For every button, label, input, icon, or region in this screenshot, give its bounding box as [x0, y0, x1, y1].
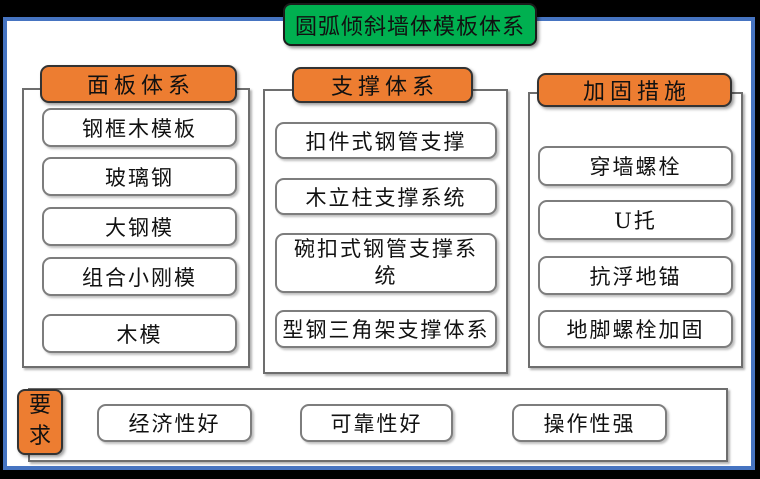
requirement-item-operable: 操作性强: [512, 404, 667, 442]
support-item-bowl-buckle-pipe: 碗扣式钢管支撑系统: [275, 233, 497, 293]
support-item-coupler-steel-pipe: 扣件式钢管支撑: [275, 122, 497, 159]
panel-system-header: 面板体系: [40, 65, 237, 103]
support-system-header: 支撑体系: [292, 67, 473, 103]
diagram-title: 圆弧倾斜墙体模板体系: [283, 3, 537, 46]
panel-item-combined-small-steel-form: 组合小刚模: [42, 257, 237, 296]
reinforcement-item-u-bracket: U托: [538, 200, 733, 240]
support-item-wood-column: 木立柱支撑系统: [275, 178, 497, 215]
panel-item-steel-frame-wood: 钢框木模板: [42, 108, 237, 147]
panel-item-fiberglass: 玻璃钢: [42, 157, 237, 196]
requirement-item-economical: 经济性好: [97, 404, 252, 442]
reinforcement-item-through-wall-bolt: 穿墙螺栓: [538, 146, 733, 186]
panel-item-large-steel-form: 大钢模: [42, 207, 237, 246]
support-item-steel-tripod: 型钢三角架支撑体系: [275, 310, 497, 348]
reinforcement-item-anchor-bolt: 地脚螺栓加固: [538, 310, 733, 348]
panel-item-wood-form: 木模: [42, 314, 237, 353]
requirement-item-reliable: 可靠性好: [300, 404, 453, 442]
reinforcement-header: 加固措施: [537, 73, 732, 107]
reinforcement-item-anti-float-anchor: 抗浮地锚: [538, 256, 733, 295]
requirements-label: 要求: [17, 389, 63, 455]
